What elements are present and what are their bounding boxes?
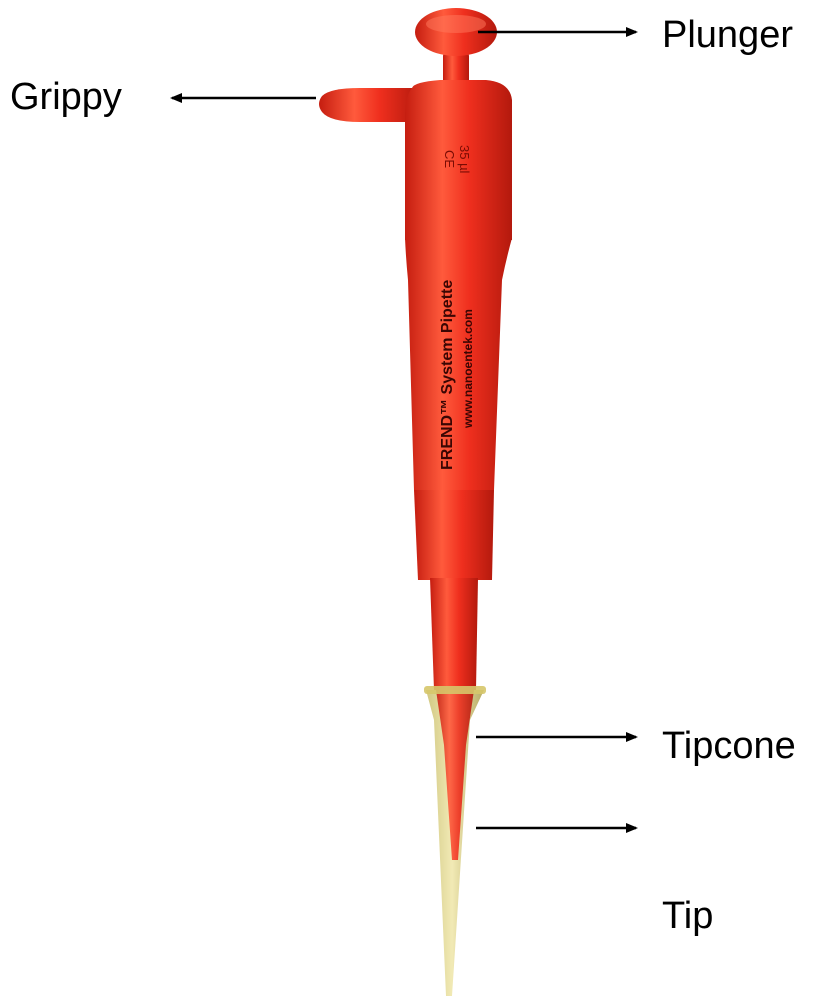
shaft [430, 578, 478, 690]
tipcone-label: Tipcone [662, 727, 796, 765]
tip-label: Tip [662, 897, 713, 935]
brand-line-text: FREND™ System Pipette [439, 280, 456, 470]
grippy-part [319, 88, 420, 122]
barrel [405, 238, 512, 490]
website-text: www.nanoentek.com [461, 309, 475, 429]
grippy-label: Grippy [10, 78, 122, 116]
ce-mark-text: CE [442, 150, 457, 168]
lower-collar [414, 490, 494, 580]
volume-text: 35 µl [457, 145, 472, 174]
plunger-label: Plunger [662, 16, 793, 54]
tip-rim [424, 686, 486, 694]
